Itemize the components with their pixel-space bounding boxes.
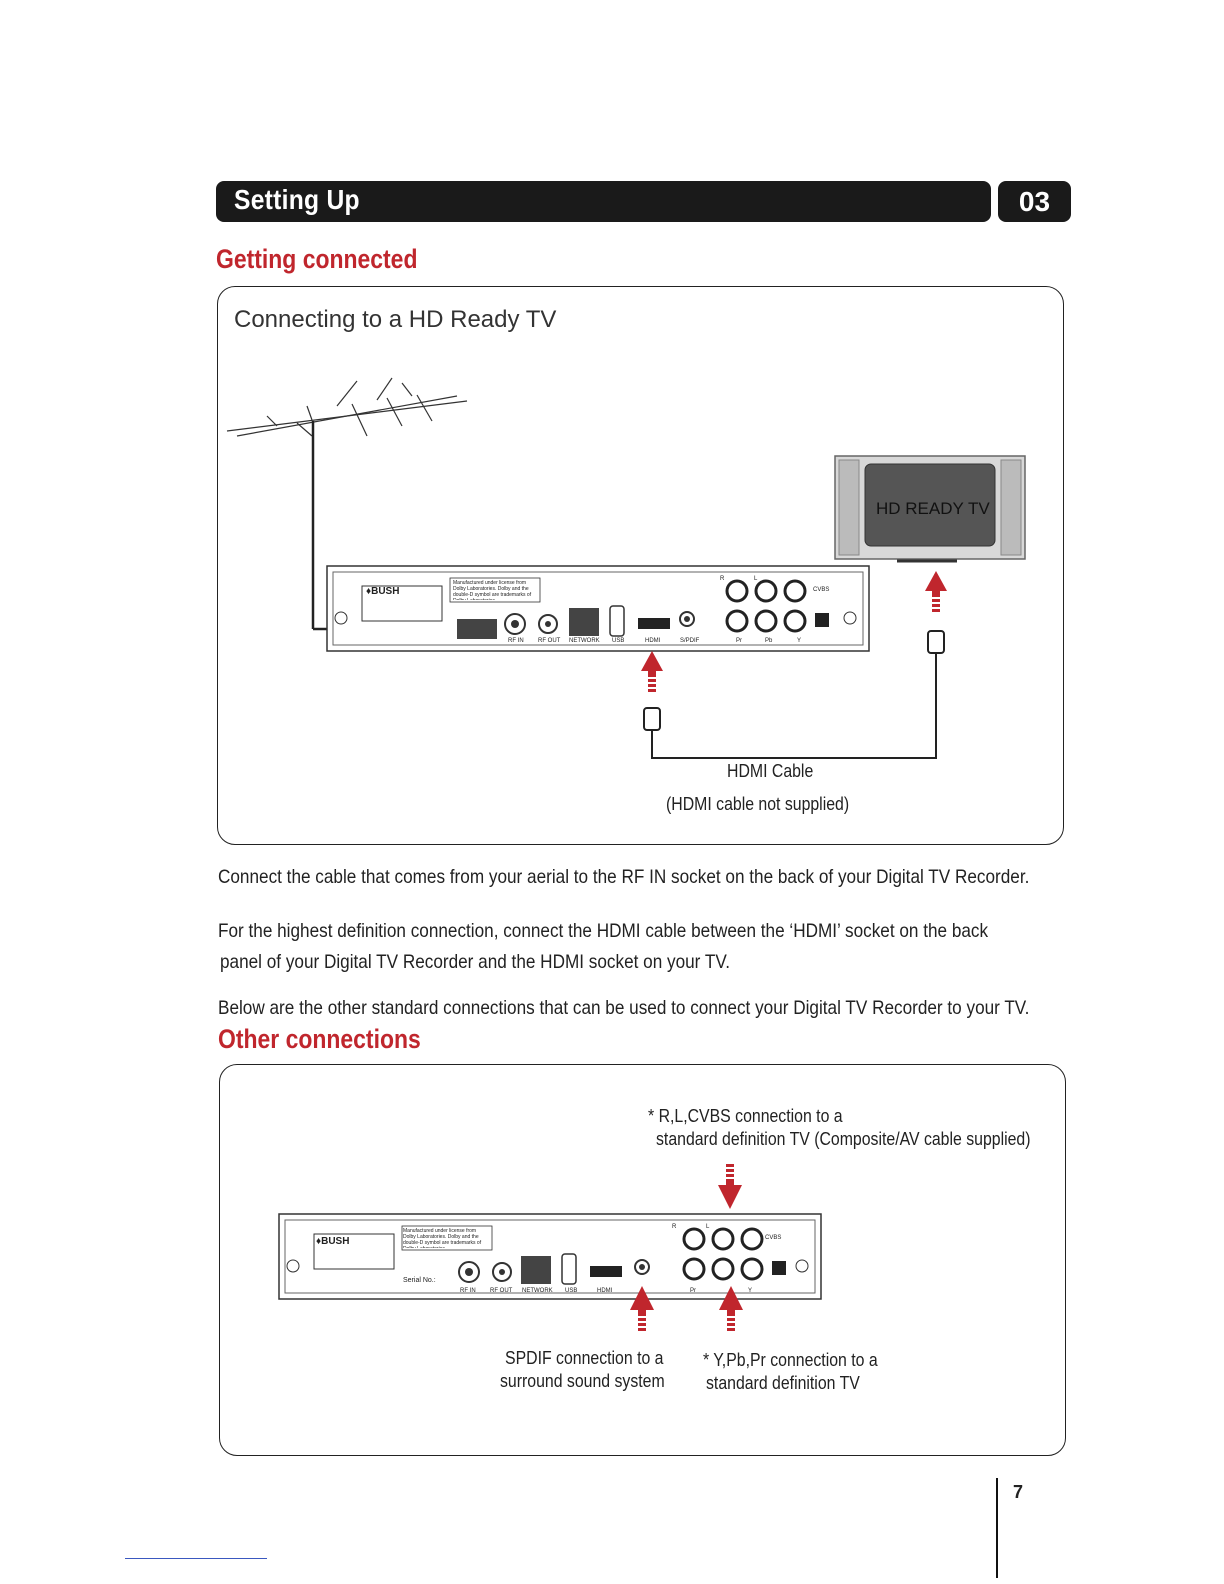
paragraph-hdmi-line1: For the highest definition connection, c…	[218, 920, 989, 942]
paragraph-aerial: Connect the cable that comes from your a…	[218, 866, 1030, 888]
other-connections-diagram	[278, 1164, 822, 1331]
hdmi-cable-label: HDMI Cable	[727, 761, 814, 781]
hdmi-plug-icon	[927, 630, 945, 654]
port-label-usb: USB	[612, 638, 625, 644]
dolby-notice: Manufactured under license from Dolby La…	[403, 1228, 482, 1248]
port-label-pr: Pr	[736, 638, 742, 644]
up-arrow-icon	[641, 651, 663, 692]
aerial-icon	[226, 377, 468, 437]
set-top-box-back-panel	[326, 565, 870, 652]
panel-title: Connecting to a HD Ready TV	[234, 306, 557, 333]
hdmi-cable	[651, 653, 937, 759]
port-label-rf-in: RF IN	[460, 1288, 476, 1294]
port-label-y: Y	[748, 1288, 753, 1294]
device-brand: ♦BUSH	[366, 586, 400, 597]
port-label-usb: USB	[565, 1288, 578, 1294]
section-heading-getting-connected: Getting connected	[216, 244, 418, 274]
port-label-pr: Pr	[690, 1288, 696, 1294]
tv-label: HD READY TV	[876, 499, 990, 518]
page-number: 7	[1013, 1482, 1024, 1502]
port-label-pb: Pb	[765, 638, 773, 644]
serial-label: Serial No.:	[403, 1277, 436, 1284]
spdif-caption-line1: SPDIF connection to a	[505, 1348, 664, 1368]
page-title: Setting Up	[234, 184, 360, 215]
up-arrow-icon	[925, 571, 947, 612]
up-arrow-icon	[719, 1286, 743, 1331]
audio-label-r: R	[720, 576, 725, 582]
cvbs-caption-line2: standard definition TV (Composite/AV cab…	[656, 1129, 1031, 1149]
footer-line	[125, 1558, 267, 1559]
port-label-hdmi: HDMI	[597, 1288, 613, 1294]
audio-label-r: R	[672, 1224, 677, 1230]
hdmi-plug-icon	[643, 707, 661, 731]
port-label-y: Y	[797, 638, 802, 644]
port-label-rf-in: RF IN	[508, 638, 524, 644]
page-number-rule	[996, 1478, 998, 1578]
port-label-hdmi: HDMI	[645, 638, 661, 644]
paragraph-other: Below are the other standard connections…	[218, 997, 1030, 1019]
port-label-rf-out: RF OUT	[490, 1288, 513, 1294]
cvbs-caption-line1: * R,L,CVBS connection to a	[648, 1106, 843, 1126]
ypbpr-caption-line1: * Y,Pb,Pr connection to a	[703, 1350, 878, 1370]
chapter-number: 03	[998, 181, 1071, 222]
port-label-rf-out: RF OUT	[538, 638, 561, 644]
audio-label-cvbs: CVBS	[813, 587, 830, 593]
hdmi-cable-note: (HDMI cable not supplied)	[666, 794, 850, 814]
set-top-box-back-panel	[278, 1213, 822, 1300]
port-label-spdif: S/PDIF	[680, 638, 700, 644]
hd-ready-tv-icon	[834, 455, 1026, 563]
down-arrow-icon	[718, 1164, 742, 1209]
ypbpr-caption-line2: standard definition TV	[706, 1373, 860, 1393]
device-brand: ♦BUSH	[316, 1236, 350, 1247]
hd-connection-diagram	[226, 377, 1026, 759]
up-arrow-icon	[630, 1286, 654, 1331]
audio-label-l: L	[706, 1224, 710, 1230]
port-label-network: NETWORK	[569, 638, 600, 644]
audio-label-l: L	[754, 576, 758, 582]
dolby-notice: Manufactured under license from Dolby La…	[453, 580, 532, 600]
audio-label-cvbs: CVBS	[765, 1235, 782, 1241]
spdif-caption-line2: surround sound system	[500, 1371, 665, 1391]
port-label-network: NETWORK	[522, 1288, 553, 1294]
paragraph-hdmi-line2: panel of your Digital TV Recorder and th…	[220, 951, 730, 973]
section-heading-other-connections: Other connections	[218, 1024, 421, 1054]
header-bar	[216, 181, 991, 222]
